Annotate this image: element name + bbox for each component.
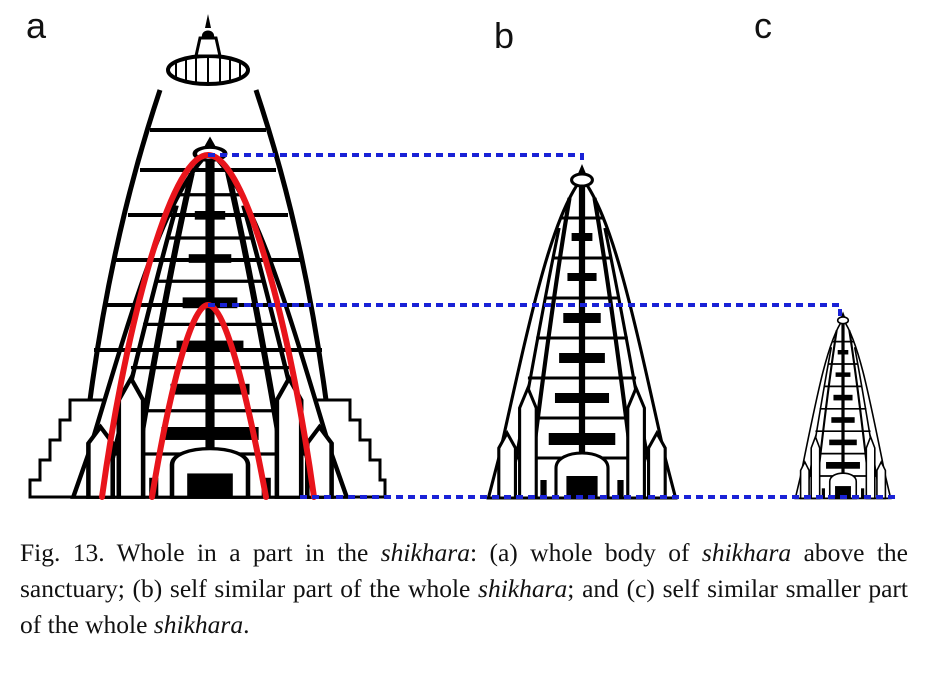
guide-lines bbox=[208, 153, 898, 499]
caption-text: ; and (c) self similar smaller part of t… bbox=[20, 574, 908, 639]
caption-text: above the sanctuary; (b) self similar pa… bbox=[20, 538, 909, 603]
caption-term: shikhara bbox=[478, 574, 568, 603]
caption-text: : (a) whole body of bbox=[469, 538, 702, 567]
caption-term: shikhara bbox=[153, 610, 244, 639]
shikhara-c bbox=[793, 309, 893, 501]
panel-label-a: a bbox=[26, 5, 47, 46]
panel-label-b: b bbox=[494, 15, 515, 56]
figure-caption: Fig. 13. Whole in a part in the shikhara… bbox=[20, 535, 908, 643]
caption-term: shikhara bbox=[380, 538, 470, 567]
shikhara-a bbox=[28, 14, 387, 497]
figure: a b c bbox=[26, 5, 898, 520]
guide-top bbox=[208, 153, 584, 165]
caption-term: shikhara bbox=[701, 538, 792, 567]
caption-suffix: . bbox=[243, 610, 250, 639]
panel-label-c: c bbox=[754, 5, 772, 46]
shikhara-b bbox=[488, 164, 675, 498]
caption-prefix: Fig. 13. Whole in a part in the bbox=[20, 538, 381, 567]
guide-middle bbox=[208, 303, 842, 316]
shikhara-illustration bbox=[28, 14, 898, 520]
